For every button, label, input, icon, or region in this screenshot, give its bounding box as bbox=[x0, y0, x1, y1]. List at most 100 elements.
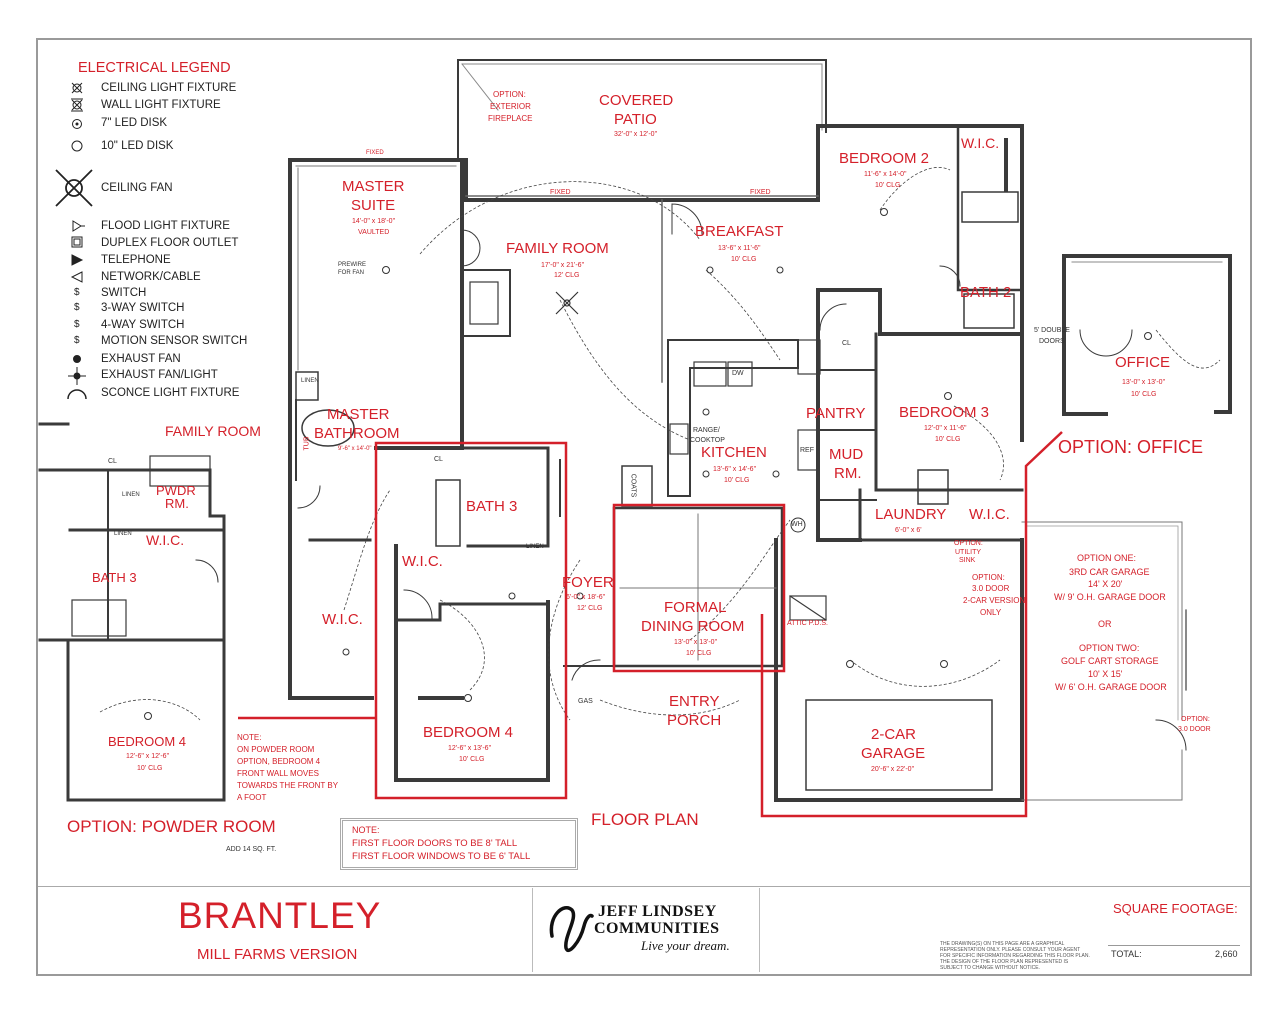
disclaimer: THE DRAWING(S) ON THIS PAGE ARE A GRAPHI… bbox=[940, 941, 1090, 971]
inset-family-room-label: FAMILY ROOM bbox=[165, 423, 261, 439]
note-line-1: FIRST FLOOR DOORS TO BE 8' TALL bbox=[352, 838, 518, 849]
legend-item: EXHAUST FAN bbox=[101, 353, 181, 365]
bedroom2-clg: 10' CLG bbox=[875, 182, 901, 189]
garage-option-two-1: OPTION TWO: bbox=[1079, 643, 1140, 653]
highlight-garage bbox=[760, 431, 1063, 818]
master-suite-note: VAULTED bbox=[358, 229, 390, 236]
total-value: 2,660 bbox=[1215, 949, 1238, 959]
prewire-label-2: FOR FAN bbox=[338, 270, 365, 276]
legend-item: TELEPHONE bbox=[101, 254, 171, 266]
foyer-label: FOYER bbox=[562, 574, 614, 591]
garage-option-one-4: W/ 9' O.H. GARAGE DOOR bbox=[1054, 592, 1166, 602]
closet-label: CL bbox=[434, 456, 443, 463]
switch-4way-icon: $ bbox=[74, 319, 80, 330]
laundry-dim: 6'-0" x 6' bbox=[895, 527, 922, 534]
garage-label-2: GARAGE bbox=[861, 745, 926, 762]
garage-option-one-2: 3RD CAR GARAGE bbox=[1069, 567, 1150, 577]
bedroom2-wic: W.I.C. bbox=[961, 135, 1000, 151]
garage-door-opt-2: 3.0 DOOR bbox=[972, 584, 1010, 593]
legend-item: 4-WAY SWITCH bbox=[101, 319, 185, 331]
inset-wic-label: W.I.C. bbox=[146, 532, 185, 548]
garage-option-two-4: W/ 6' O.H. GARAGE DOOR bbox=[1055, 682, 1167, 692]
utility-sink-3: SINK bbox=[959, 557, 976, 564]
entry-porch-label-1: ENTRY bbox=[669, 693, 720, 710]
master-suite-label-1: MASTER bbox=[342, 178, 405, 195]
office-clg: 10' CLG bbox=[1131, 391, 1157, 398]
highlight-dining bbox=[612, 503, 786, 673]
patio-dim: 32'-0" x 12'-0" bbox=[614, 131, 658, 138]
tub-label: TUB bbox=[303, 436, 311, 451]
inset-bedroom4-label: BEDROOM 4 bbox=[108, 734, 187, 749]
bedroom2-dim: 11'-6" x 14'-0" bbox=[864, 171, 907, 178]
legend-item: SWITCH bbox=[101, 287, 147, 299]
inset-bedroom4-dim: 12'-6" x 12'-6" bbox=[126, 753, 170, 760]
attic-label: ATTIC P.D.S. bbox=[787, 620, 828, 627]
breakfast-label: BREAKFAST bbox=[695, 223, 784, 240]
closet-label: CL bbox=[842, 340, 851, 347]
powder-note-line: OPTION, BEDROOM 4 bbox=[237, 757, 321, 766]
office-doors-1: 5' DOUBLE bbox=[1034, 327, 1070, 334]
linen-label: LINEN bbox=[301, 378, 319, 384]
wall-rear bbox=[288, 124, 1024, 442]
patio-outline bbox=[457, 59, 827, 159]
ceiling-fan-symbol bbox=[555, 291, 579, 315]
square-footage-label: SQUARE FOOTAGE: bbox=[1113, 901, 1238, 916]
water-heater-label: WH bbox=[791, 521, 803, 528]
legend-item: MOTION SENSOR SWITCH bbox=[101, 335, 248, 347]
breakfast-clg: 10' CLG bbox=[731, 256, 757, 263]
legend-item: CEILING LIGHT FIXTURE bbox=[101, 82, 237, 94]
company-logo-icon bbox=[549, 906, 594, 952]
garage-option-two-2: GOLF CART STORAGE bbox=[1061, 656, 1159, 666]
note-line-2: FIRST FLOOR WINDOWS TO BE 6' TALL bbox=[352, 851, 531, 862]
garage-option-or: OR bbox=[1098, 619, 1112, 629]
floor-plan-label: FLOOR PLAN bbox=[591, 810, 699, 829]
logo-text-1: JEFF LINDSEY bbox=[598, 903, 717, 920]
dining-label-1: FORMAL bbox=[664, 599, 727, 616]
legend-item: 10" LED DISK bbox=[101, 140, 174, 152]
door-option-2: 3.0 DOOR bbox=[1178, 726, 1211, 733]
legend-item: 7" LED DISK bbox=[101, 117, 168, 129]
legend-item: DUPLEX FLOOR OUTLET bbox=[101, 237, 239, 249]
switch-icon: $ bbox=[74, 287, 80, 298]
door-option-1: OPTION: bbox=[1181, 716, 1210, 723]
option-highlight-lines bbox=[238, 431, 1063, 818]
garage-door-opt-1: OPTION: bbox=[972, 573, 1005, 582]
note-title: NOTE: bbox=[352, 825, 380, 835]
mud-label-2: RM. bbox=[834, 465, 862, 482]
legend-title: ELECTRICAL LEGEND bbox=[78, 60, 231, 76]
master-bath-label-2: BATHROOM bbox=[314, 425, 400, 442]
office-dim: 13'-0" x 13'-0" bbox=[1122, 379, 1166, 386]
bath3-wic: W.I.C. bbox=[402, 553, 443, 570]
window-fixed: FIXED bbox=[550, 189, 571, 196]
powder-note-line: A FOOT bbox=[237, 793, 267, 802]
project-title: BRANTLEY bbox=[178, 895, 382, 936]
laundry-wic: W.I.C. bbox=[969, 506, 1010, 523]
switch-3way-icon: $ bbox=[74, 302, 80, 313]
ref-label: REF bbox=[800, 447, 814, 454]
family-room-clg: 12' CLG bbox=[554, 272, 580, 279]
powder-note-line: TOWARDS THE FRONT BY bbox=[237, 781, 339, 790]
foyer-clg: 12' CLG bbox=[577, 605, 603, 612]
garage-option-two-3: 10' X 15' bbox=[1088, 669, 1123, 679]
bedroom3-label: BEDROOM 3 bbox=[899, 404, 990, 421]
office-doors-2: DOORS bbox=[1039, 338, 1065, 345]
window-fixed: FIXED bbox=[366, 150, 384, 156]
legend-item: NETWORK/CABLE bbox=[101, 271, 201, 283]
logo-text-2: COMMUNITIES bbox=[594, 920, 720, 937]
logo-tagline: Live your dream. bbox=[641, 938, 730, 953]
inset-bedroom4-clg: 10' CLG bbox=[137, 765, 163, 772]
total-label: TOTAL: bbox=[1111, 949, 1142, 959]
garage-dim: 20'-6" x 22'-0" bbox=[871, 766, 915, 773]
dining-clg: 10' CLG bbox=[686, 650, 712, 657]
bath3-label: BATH 3 bbox=[466, 498, 518, 515]
range-label-1: RANGE/ bbox=[693, 427, 720, 434]
wall-office bbox=[1062, 254, 1232, 416]
option-office-label: OPTION: OFFICE bbox=[1058, 437, 1204, 457]
garage-door-opt-3: 2-CAR VERSION bbox=[963, 596, 1026, 605]
coats-label: COATS bbox=[629, 473, 637, 498]
option-powder-add: ADD 14 SQ. FT. bbox=[226, 846, 277, 853]
total-rule bbox=[1108, 945, 1240, 946]
patio-label-2: PATIO bbox=[614, 111, 657, 128]
kitchen-dim: 13'-6" x 14'-6" bbox=[713, 466, 757, 473]
legend-item: WALL LIGHT FIXTURE bbox=[101, 99, 221, 111]
